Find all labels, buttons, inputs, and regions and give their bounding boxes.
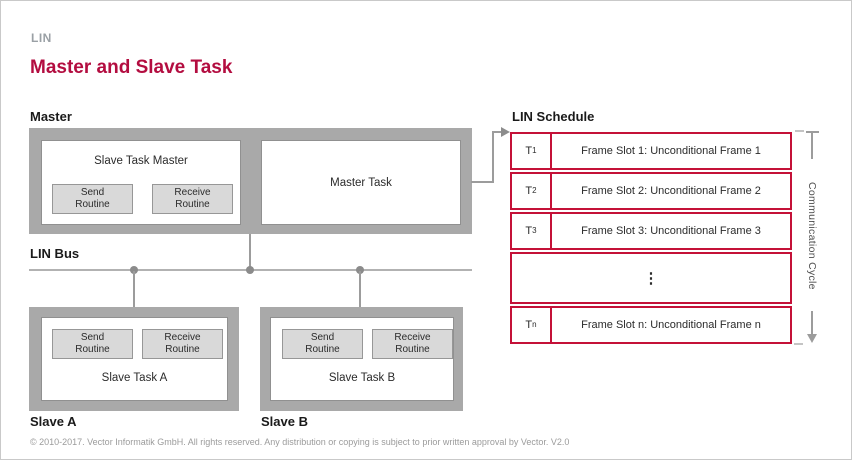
cycle-line-bottom [811, 311, 813, 335]
slave-a-node-box: Send Routine Receive Routine Slave Task … [29, 307, 239, 411]
t-symbol: T [525, 185, 533, 197]
page-title: Master and Slave Task [30, 57, 233, 78]
schedule-row-1-slot: Frame Slot 1: Unconditional Frame 1 [581, 145, 761, 157]
master-label: Master [30, 109, 72, 124]
slave-task-master-box: Slave Task Master Send Routine Receive R… [41, 140, 241, 225]
slave-b-receive-routine-box: Receive Routine [372, 329, 453, 359]
master-receive-routine-box: Receive Routine [152, 184, 233, 214]
slave-b-drop-line [359, 271, 361, 307]
slave-a-drop-line [133, 271, 135, 307]
slave-task-master-title: Slave Task Master [94, 155, 188, 167]
bus-node-dot-master [246, 266, 254, 274]
slave-b-send-routine-box: Send Routine [282, 329, 363, 359]
master-task-title: Master Task [330, 176, 392, 189]
schedule-row-ellipsis: ⋮ [510, 252, 792, 304]
arrow-down-icon [807, 334, 817, 343]
slave-a-send-routine-box: Send Routine [52, 329, 133, 359]
chapter-label: LIN [31, 31, 52, 45]
arrow-right-icon [501, 127, 510, 137]
master-to-schedule-line-v [492, 131, 494, 183]
master-node-box: Slave Task Master Send Routine Receive R… [29, 128, 472, 234]
cycle-top-cap [806, 131, 819, 133]
communication-cycle-label: Communication Cycle [806, 182, 818, 290]
master-bus-drop-line [249, 234, 251, 270]
schedule-row-2-slot: Frame Slot 2: Unconditional Frame 2 [581, 185, 761, 197]
bus-node-dot-b [356, 266, 364, 274]
t-symbol: T [525, 225, 533, 237]
cycle-bottom-dash [794, 343, 803, 345]
slave-b-task-box: Send Routine Receive Routine Slave Task … [270, 317, 454, 401]
slave-b-node-box: Send Routine Receive Routine Slave Task … [260, 307, 463, 411]
bus-node-dot-a [130, 266, 138, 274]
t-symbol: T [525, 145, 533, 157]
t-symbol: T [525, 319, 533, 331]
master-to-schedule-line-h1 [471, 181, 494, 183]
slave-a-task-title: Slave Task A [101, 372, 168, 384]
copyright-footer: © 2010-2017. Vector Informatik GmbH. All… [30, 437, 570, 447]
cycle-top-dash [795, 130, 804, 132]
slave-b-task-title: Slave Task B [328, 372, 396, 384]
master-send-routine-box: Send Routine [52, 184, 133, 214]
lin-schedule-label: LIN Schedule [512, 109, 595, 124]
slave-a-receive-routine-box: Receive Routine [142, 329, 223, 359]
slave-a-label: Slave A [30, 414, 77, 429]
slave-b-label: Slave B [261, 414, 308, 429]
lin-bus-label: LIN Bus [30, 246, 80, 261]
master-to-schedule-line-h2 [494, 131, 502, 133]
vertical-ellipsis-icon: ⋮ [643, 270, 659, 287]
schedule-row-n-slot: Frame Slot n: Unconditional Frame n [581, 319, 761, 331]
master-task-box: Master Task [261, 140, 461, 225]
slave-a-task-box: Send Routine Receive Routine Slave Task … [41, 317, 228, 401]
schedule-row-3-slot: Frame Slot 3: Unconditional Frame 3 [581, 225, 761, 237]
cycle-line-top [811, 133, 813, 159]
